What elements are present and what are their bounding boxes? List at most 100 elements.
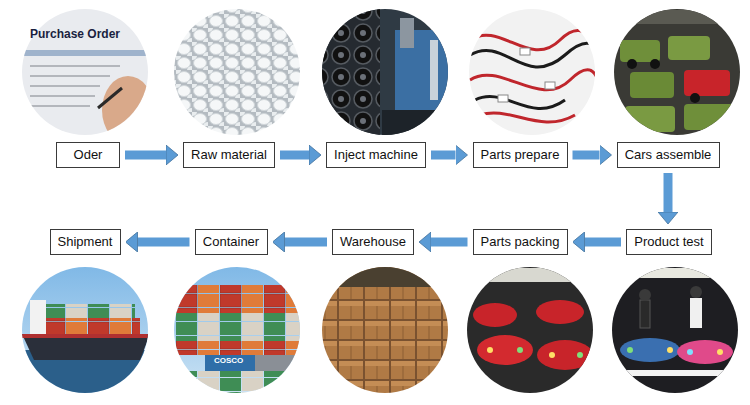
car-assembly-photo — [620, 40, 660, 62]
red-cars-photo — [487, 347, 493, 353]
container-ship-photo — [35, 304, 135, 318]
container-stack-photo — [255, 355, 300, 371]
injection-machine-photo — [320, 5, 380, 140]
container-stack-photo — [170, 265, 305, 400]
product-test-photo — [610, 268, 745, 278]
container-ship-photo — [20, 265, 155, 400]
car-assembly-photo — [690, 93, 700, 103]
car-assembly-photo — [684, 104, 734, 130]
process-box: Product test — [626, 229, 712, 255]
car-assembly-photo — [684, 70, 730, 96]
product-test-photo — [717, 349, 723, 355]
container-ship-photo — [30, 300, 46, 334]
purchase-order-photo — [20, 8, 150, 138]
purchase-order-photo — [20, 8, 154, 144]
car-assembly-photo — [668, 36, 710, 60]
red-cars-photo — [477, 335, 533, 365]
purchase-order-photo — [30, 105, 90, 107]
red-cars-photo — [465, 265, 600, 400]
injection-machine-photo — [430, 40, 438, 100]
warehouse-boxes-photo — [320, 265, 455, 287]
plastic-pellets-photo — [170, 5, 305, 140]
red-cars-photo — [577, 352, 583, 358]
container-stack-photo — [175, 313, 300, 341]
red-cars-photo — [465, 265, 600, 400]
flow-arrow — [285, 238, 328, 247]
car-assembly-photo — [650, 59, 660, 69]
wire-harness-photo — [480, 113, 575, 122]
process-box: Parts prepare — [473, 142, 568, 168]
product-test-photo — [687, 349, 693, 355]
step-label: Warehouse — [340, 235, 406, 249]
process-box: Oder — [56, 142, 120, 168]
document-heading: Purchase Order — [30, 28, 120, 41]
step-label: Parts packing — [481, 235, 560, 249]
purchase-order-photo — [30, 95, 95, 97]
flow-arrow — [573, 151, 600, 160]
wire-harness-photo — [475, 97, 565, 109]
product-test-photo — [627, 347, 633, 353]
product-test-photo — [677, 340, 733, 364]
wire-harness-photo — [465, 5, 600, 140]
product-test-photo — [610, 265, 745, 400]
product-test-photo — [615, 370, 735, 376]
car-assembly-photo — [627, 59, 637, 69]
step-label: Inject machine — [334, 148, 418, 162]
flow-arrow — [138, 238, 190, 247]
step-label: Raw material — [191, 148, 267, 162]
container-ship-photo — [20, 265, 155, 400]
red-cars-photo — [473, 303, 517, 327]
product-test-photo — [640, 300, 650, 328]
flow-arrow — [431, 238, 468, 247]
product-test-photo — [690, 298, 702, 328]
product-test-photo — [620, 338, 680, 362]
red-cars-photo — [537, 340, 593, 370]
container-logo: COSCO — [214, 357, 243, 366]
purchase-order-photo — [20, 50, 150, 56]
wire-harness-photo — [545, 82, 555, 89]
container-stack-photo — [175, 285, 300, 313]
container-stack-photo — [205, 355, 255, 371]
flow-arrow — [125, 151, 166, 160]
step-label: Parts prepare — [481, 148, 560, 162]
product-test-photo — [639, 289, 651, 301]
wire-harness-photo — [470, 70, 600, 95]
warehouse-boxes-photo — [320, 265, 455, 400]
car-assembly-photo — [630, 72, 674, 98]
product-test-photo — [667, 347, 673, 353]
car-assembly-photo — [610, 5, 745, 140]
flow-arrow — [280, 151, 309, 160]
step-label: Oder — [74, 148, 103, 162]
process-box: Inject machine — [326, 142, 426, 168]
step-label: Cars assemble — [625, 148, 712, 162]
car-assembly-photo — [610, 10, 745, 24]
purchase-order-photo — [102, 76, 154, 144]
container-ship-photo — [22, 334, 150, 360]
purchase-order-photo — [30, 85, 100, 87]
flow-arrow — [664, 173, 673, 212]
process-box: Cars assemble — [617, 142, 720, 168]
process-box: Container — [195, 229, 268, 255]
purchase-order-photo — [30, 75, 110, 77]
step-label: Shipment — [58, 235, 113, 249]
container-stack-photo — [175, 341, 300, 355]
injection-machine-photo — [320, 5, 455, 140]
red-cars-photo — [549, 352, 555, 358]
purchase-order-photo — [30, 65, 120, 67]
container-stack-photo — [170, 265, 305, 401]
car-assembly-photo — [610, 5, 745, 140]
red-cars-photo — [465, 268, 600, 282]
wire-harness-photo — [465, 5, 600, 140]
wire-harness-photo — [498, 95, 508, 102]
purchase-order-photo — [98, 88, 122, 108]
plastic-pellets-photo — [170, 5, 305, 140]
product-test-photo — [690, 286, 702, 298]
process-box: Parts packing — [473, 229, 568, 255]
step-label: Product test — [634, 235, 703, 249]
container-ship-photo — [30, 318, 140, 334]
wire-harness-photo — [520, 48, 530, 55]
process-box: Shipment — [50, 229, 121, 255]
